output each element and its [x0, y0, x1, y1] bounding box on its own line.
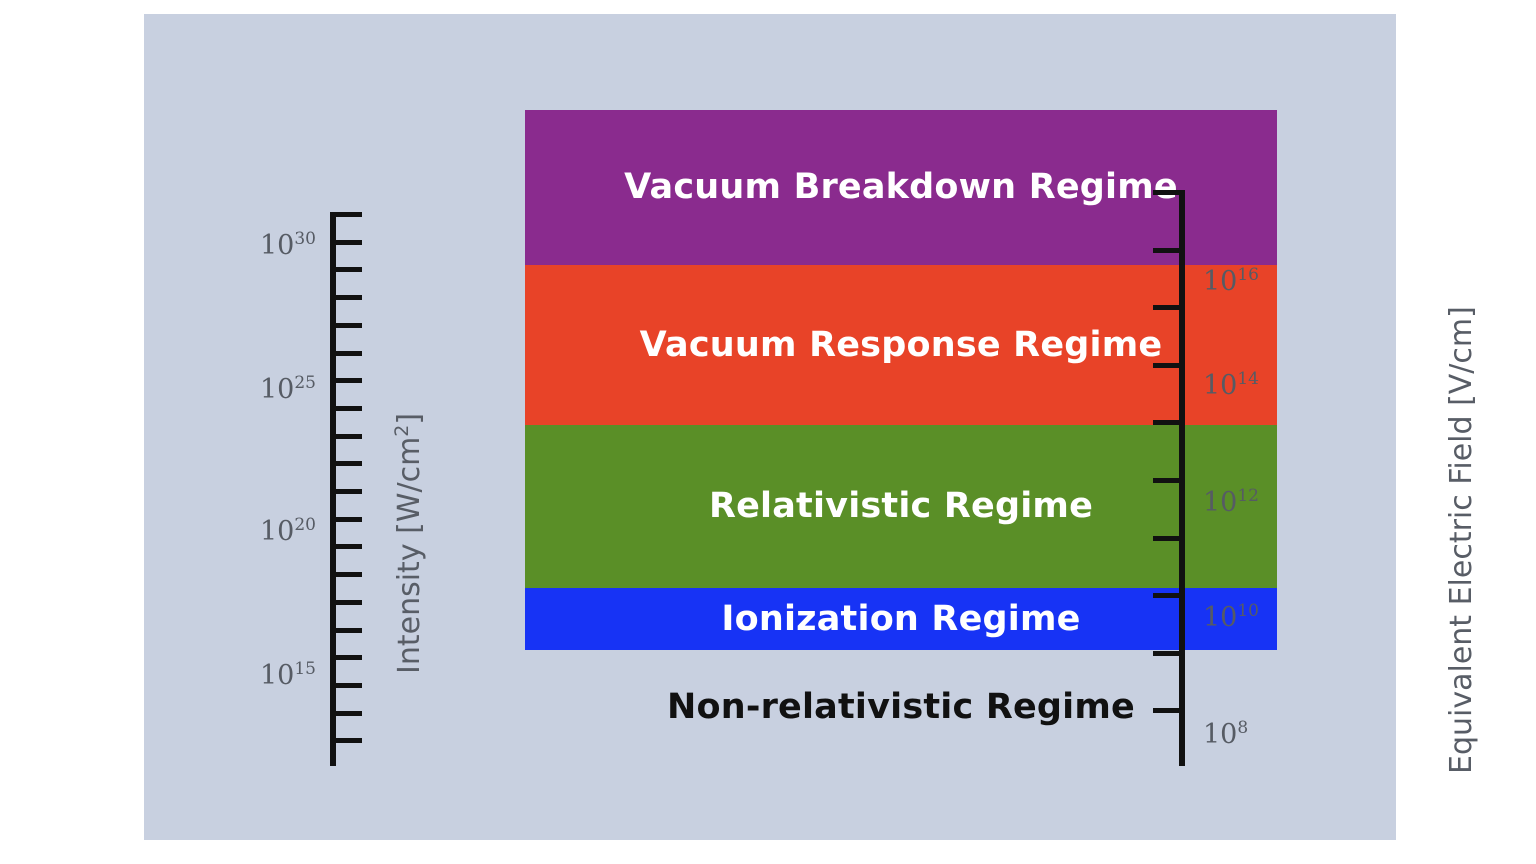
- axis-tick: [336, 351, 362, 356]
- left-axis-title: Intensity [W/cm2]: [391, 412, 427, 674]
- axis-tick: [1153, 190, 1179, 195]
- tick-label-mantissa: 10: [1203, 266, 1238, 297]
- tick-label-mantissa: 10: [1203, 370, 1238, 401]
- band-label-vacuum-breakdown: Vacuum Breakdown Regime: [624, 167, 1178, 207]
- axis-tick: [336, 628, 362, 633]
- band-label-non-relativistic: Non-relativistic Regime: [667, 687, 1135, 727]
- tick-label-exponent: 12: [1237, 486, 1259, 506]
- axis-tick-label: 108: [1203, 719, 1248, 750]
- axis-tick-label: 1030: [220, 230, 316, 261]
- right-axis-title: Equivalent Electric Field [V/cm]: [1444, 306, 1479, 774]
- axis-tick: [1153, 248, 1179, 253]
- tick-label-mantissa: 10: [1203, 487, 1238, 518]
- axis-tick: [336, 406, 362, 411]
- axis-tick: [336, 434, 362, 439]
- axis-tick: [336, 323, 362, 328]
- axis-tick-label: 1025: [220, 374, 316, 405]
- band-vacuum-response: Vacuum Response Regime: [525, 265, 1277, 425]
- axis-tick-label: 1020: [220, 516, 316, 547]
- axis-tick: [336, 212, 362, 217]
- band-vacuum-breakdown: Vacuum Breakdown Regime: [525, 110, 1277, 265]
- band-label-ionization: Ionization Regime: [721, 598, 1081, 639]
- tick-label-mantissa: 10: [1203, 719, 1238, 750]
- tick-label-mantissa: 10: [260, 516, 295, 547]
- axis-tick: [336, 267, 362, 272]
- tick-label-exponent: 14: [1237, 369, 1259, 389]
- left-axis-title-exponent: 2: [391, 424, 413, 437]
- axis-tick-label: 1012: [1203, 487, 1259, 518]
- axis-tick-label: 1010: [1203, 602, 1259, 633]
- tick-label-exponent: 30: [294, 229, 316, 249]
- tick-label-exponent: 15: [294, 659, 316, 679]
- left-axis-title-main: Intensity [W/cm: [392, 436, 427, 674]
- band-label-vacuum-response: Vacuum Response Regime: [639, 324, 1163, 365]
- tick-label-exponent: 20: [294, 515, 316, 535]
- axis-tick-label: 1016: [1203, 266, 1259, 297]
- axis-tick: [1153, 478, 1179, 483]
- band-relativistic: Relativistic Regime: [525, 425, 1277, 588]
- axis-tick: [336, 295, 362, 300]
- axis-tick: [336, 240, 362, 245]
- axis-tick: [336, 378, 362, 383]
- tick-label-mantissa: 10: [260, 230, 295, 261]
- tick-label-mantissa: 10: [260, 374, 295, 405]
- tick-label-mantissa: 10: [260, 660, 295, 691]
- axis-tick: [336, 544, 362, 549]
- tick-label-exponent: 8: [1237, 718, 1249, 738]
- tick-label-exponent: 25: [294, 373, 316, 393]
- right-axis-spine: [1179, 190, 1185, 766]
- axis-tick: [336, 517, 362, 522]
- axis-tick: [1153, 305, 1179, 310]
- axis-tick: [1153, 651, 1179, 656]
- axis-tick: [336, 572, 362, 577]
- axis-tick: [336, 738, 362, 743]
- left-axis-title-suffix: ]: [392, 412, 427, 425]
- axis-tick: [1153, 363, 1179, 368]
- axis-tick: [1153, 420, 1179, 425]
- tick-label-exponent: 10: [1237, 601, 1259, 621]
- axis-tick: [1153, 708, 1179, 713]
- band-ionization: Ionization Regime: [525, 588, 1277, 650]
- axis-tick: [336, 600, 362, 605]
- tick-label-exponent: 16: [1237, 265, 1259, 285]
- axis-tick: [336, 711, 362, 716]
- left-axis-spine: [330, 212, 336, 766]
- band-label-relativistic: Relativistic Regime: [708, 486, 1094, 526]
- axis-tick: [336, 655, 362, 660]
- axis-tick-label: 1014: [1203, 370, 1259, 401]
- axis-tick: [1153, 536, 1179, 541]
- axis-tick: [336, 489, 362, 494]
- axis-tick: [336, 461, 362, 466]
- band-non-relativistic: Non-relativistic Regime: [525, 650, 1277, 765]
- tick-label-mantissa: 10: [1203, 602, 1238, 633]
- axis-tick: [1153, 593, 1179, 598]
- axis-tick-label: 1015: [220, 660, 316, 691]
- axis-tick: [336, 683, 362, 688]
- figure-canvas: Vacuum Breakdown Regime Vacuum Response …: [144, 14, 1479, 840]
